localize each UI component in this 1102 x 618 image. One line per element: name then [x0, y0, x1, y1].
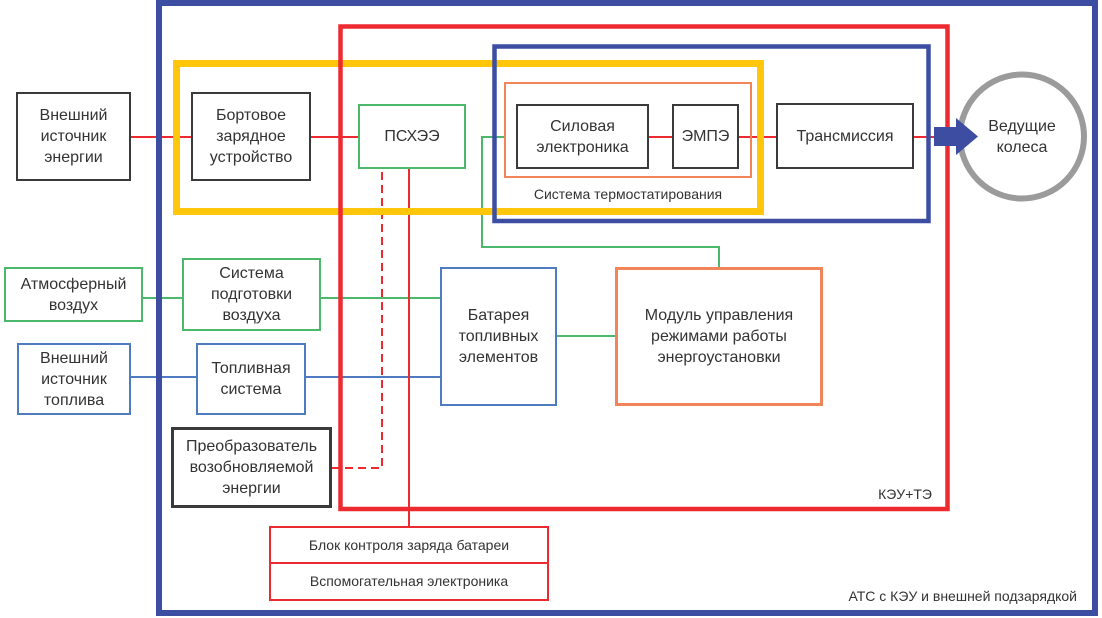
thermal-system-label: Система термостатирования [533, 186, 723, 202]
block-battery-charge-control: Блок контроля заряда батареи [269, 526, 549, 564]
vehicle-frame-label: АТС с КЭУ и внешней подзарядкой [848, 588, 1077, 604]
block-power-electronics: Силовая электроника [516, 104, 649, 169]
block-auxiliary-electronics: Вспомогательная электроника [269, 562, 549, 601]
block-onboard-charger: Бортовое зарядное устройство [191, 92, 311, 181]
block-fuel-cell-battery: Батарея топливных элементов [440, 267, 557, 406]
block-atmospheric-air: Атмосферный воздух [4, 267, 143, 322]
frame-powerplant [338, 24, 950, 512]
block-drive-wheels: Ведущие колеса [988, 117, 1056, 156]
block-external-fuel-source: Внешний источник топлива [17, 343, 131, 415]
block-renewable-energy-converter: Преобразователь возобновляемой энергии [171, 427, 332, 508]
block-transmission: Трансмиссия [776, 103, 914, 169]
link-renewable-converter-to-pshee [332, 169, 383, 469]
block-pshee: ПСХЭЭ [358, 104, 466, 169]
frame-vehicle [156, 0, 1098, 616]
frame-thermal-system [504, 82, 752, 178]
block-control-module: Модуль управления режимами работы энерго… [615, 267, 823, 406]
block-fuel-system: Топливная система [196, 343, 306, 415]
block-empe: ЭМПЭ [672, 104, 739, 169]
block-air-preparation-system: Система подготовки воздуха [182, 258, 321, 331]
block-external-energy-source: Внешний источник энергии [16, 92, 131, 181]
frame-drivetrain [492, 44, 931, 224]
link-control-module-to-thermal-system [481, 136, 720, 267]
powerplant-frame-label: КЭУ+ТЭ [878, 486, 932, 502]
frame-charging-group [173, 60, 764, 215]
